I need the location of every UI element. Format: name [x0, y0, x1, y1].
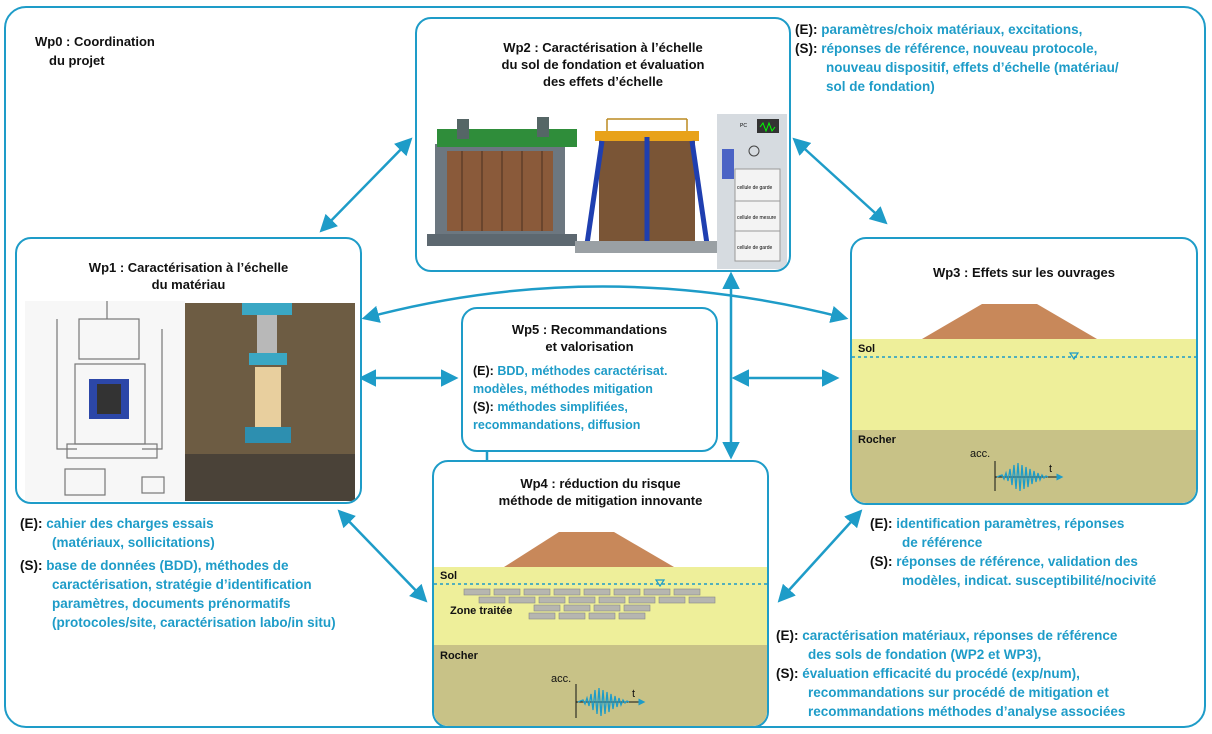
wp2-schematic-label: cellule de garde	[737, 245, 773, 251]
wp4-profile	[434, 532, 767, 718]
wp3-rock-layer	[852, 430, 1196, 503]
wp3-t-label: t	[1049, 463, 1053, 475]
wp1-illustrations	[25, 301, 355, 501]
wp3-soil-layer	[852, 339, 1196, 430]
wp2-schematic-label: cellule de garde	[737, 185, 773, 191]
wp4-t-label: t	[632, 688, 636, 700]
wp1-lab-photo	[185, 303, 355, 501]
wp3-profile	[852, 304, 1196, 492]
wp5-box: Wp5 : Recommandations et valorisation (E…	[461, 307, 718, 452]
wp2-schematic-image	[717, 114, 787, 269]
wp4-embankment	[504, 532, 674, 567]
arrow-wp4-wp3	[777, 509, 863, 603]
wp1-io-text: (E): cahier des charges essais (matériau…	[20, 516, 336, 630]
wp4-accelerogram	[577, 687, 630, 717]
wp4-io-text: (E): caractérisation matériaux, réponses…	[776, 628, 1126, 719]
wp2-title: Wp2 : Caractérisation à l’échelle du sol…	[501, 40, 705, 89]
wp3-accelerogram	[996, 462, 1049, 492]
wp4-rocher-label: Rocher	[440, 650, 478, 662]
wp3-io-text: (E): identification paramètres, réponses…	[870, 516, 1157, 588]
wp2-container-image	[427, 117, 577, 246]
wp1-title: Wp1 : Caractérisation à l’échelle du mat…	[88, 260, 289, 292]
wp5-io-text: (E): BDD, méthodes caractérisat. modèles…	[473, 364, 668, 432]
wp4-title: Wp4 : réduction du risque méthode de mit…	[498, 476, 703, 508]
wp2-frame-image	[575, 118, 720, 253]
wp3-embankment	[922, 304, 1097, 339]
wp3-acc-label: acc.	[970, 448, 991, 460]
wp4-water-marker	[654, 579, 666, 588]
wp5-title: Wp5 : Recommandations et valorisation	[511, 322, 668, 354]
arrow-wp1-wp2	[319, 137, 413, 233]
arrow-wp2-wp3	[792, 137, 888, 225]
wp4-sol-label: Sol	[440, 570, 458, 582]
wp3-box: Wp3 : Effets sur les ouvrages Sol Rocher…	[850, 237, 1198, 505]
wp3-sol-label: Sol	[858, 343, 876, 355]
wp3-rocher-label: Rocher	[858, 434, 896, 446]
wp3-water-marker	[1068, 352, 1080, 361]
wp2-illustrations: PC cellule de garde cellule de mesure ce…	[427, 114, 787, 269]
wp2-schematic-pc: PC	[740, 123, 747, 129]
wp3-title: Wp3 : Effets sur les ouvrages	[932, 265, 1116, 280]
arrow-wp1-wp4	[337, 509, 428, 603]
wp4-acc-label: acc.	[551, 673, 572, 685]
wp1-apparatus-schematic	[25, 301, 185, 501]
wp4-treated-zone	[463, 588, 716, 620]
wp1-box: Wp1 : Caractérisation à l’échelle du mat…	[15, 237, 362, 504]
wp2-io-text: (E): paramètres/choix matériaux, excitat…	[795, 22, 1119, 94]
wp2-schematic-label: cellule de mesure	[737, 215, 776, 221]
wp2-box: Wp2 : Caractérisation à l’échelle du sol…	[415, 17, 791, 272]
wp4-zone-label: Zone traitée	[450, 605, 513, 617]
wp0-label: Wp0 : Coordination du projet	[35, 34, 155, 68]
arrow-wp1-wp3	[361, 285, 849, 323]
wp4-box: Wp4 : réduction du risque méthode de mit…	[432, 460, 769, 728]
